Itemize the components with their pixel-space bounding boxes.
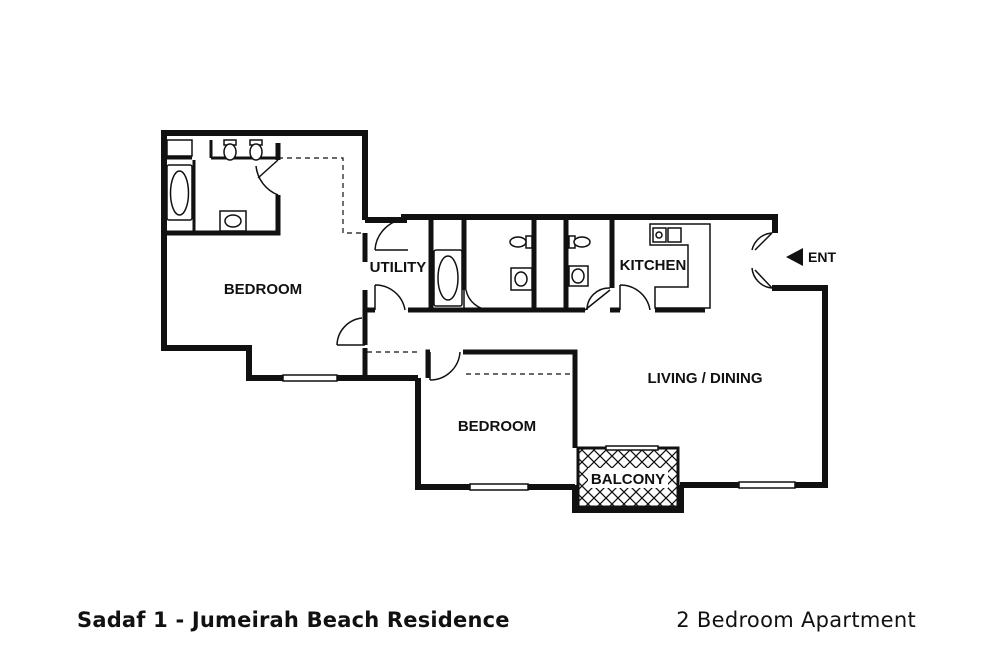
fixtures [166, 139, 711, 309]
exterior-walls [161, 130, 828, 513]
label-kitchen: KITCHEN [620, 257, 687, 274]
label-utility: UTILITY [370, 259, 427, 276]
wardrobe-lines [278, 157, 573, 375]
unit-type: 2 Bedroom Apartment [676, 608, 916, 632]
property-name: Sadaf 1 - Jumeirah Beach Residence [77, 608, 510, 632]
label-living-dining: LIVING / DINING [647, 370, 762, 387]
label-entrance: ENT [808, 249, 836, 265]
doors [255, 159, 773, 381]
label-master-bedroom: BEDROOM [224, 281, 302, 298]
label-second-bedroom: BEDROOM [458, 418, 536, 435]
label-balcony: BALCONY [591, 471, 665, 488]
windows [282, 374, 796, 491]
entrance-arrow-icon [786, 248, 803, 266]
interior-walls [164, 140, 705, 448]
